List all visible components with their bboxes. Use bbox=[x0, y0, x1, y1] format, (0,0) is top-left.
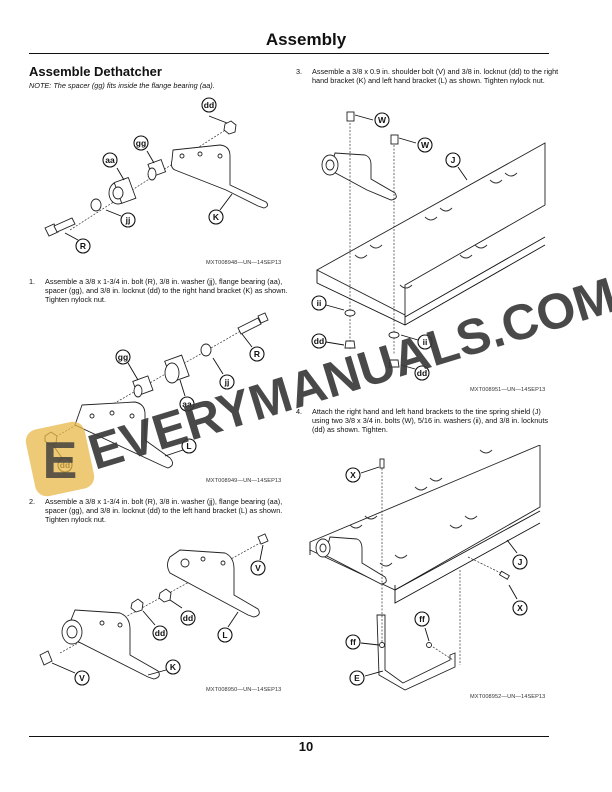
figure-5-id: MXT008952—UN—14SEP13 bbox=[470, 694, 546, 700]
callout-L: L bbox=[186, 441, 191, 451]
section-note: NOTE: The spacer (gg) fits inside the fl… bbox=[29, 81, 215, 90]
callout-X: X bbox=[517, 603, 523, 613]
step-3: 3. Assemble a 3/8 x 0.9 in. shoulder bol… bbox=[296, 67, 560, 85]
callout-aa: aa bbox=[182, 399, 192, 409]
header-rule bbox=[29, 53, 549, 54]
step-text: Assemble a 3/8 x 1-3/4 in. bolt (R), 3/8… bbox=[45, 277, 288, 305]
page-number: 10 bbox=[298, 739, 314, 754]
callout-dd: dd bbox=[155, 628, 165, 638]
figure-2-id: MXT008949—UN—14SEP13 bbox=[206, 478, 282, 484]
step-2: 2. Assemble a 3/8 x 1-3/4 in. bolt (R), … bbox=[29, 497, 291, 525]
footer-rule bbox=[29, 736, 549, 737]
step-number: 4. bbox=[296, 407, 303, 416]
callout-X: X bbox=[350, 470, 356, 480]
step-text: Assemble a 3/8 x 0.9 in. shoulder bolt (… bbox=[312, 67, 559, 86]
figure-1-id: MXT008948—UN—14SEP13 bbox=[206, 260, 282, 266]
callout-V: V bbox=[79, 673, 85, 683]
callout-L: L bbox=[222, 630, 227, 640]
step-text: Assemble a 3/8 x 1-3/4 in. bolt (R), 3/8… bbox=[45, 497, 283, 525]
callout-ii: ii bbox=[317, 298, 322, 308]
callout-dd: dd bbox=[183, 613, 193, 623]
step-number: 1. bbox=[29, 277, 36, 286]
figure-4-id: MXT008951—UN—14SEP13 bbox=[470, 387, 546, 393]
callout-dd: dd bbox=[314, 336, 324, 346]
callout-V: V bbox=[255, 563, 261, 573]
callout-R: R bbox=[254, 349, 260, 359]
section-title: Assemble Dethatcher bbox=[29, 64, 162, 79]
callout-gg: gg bbox=[136, 138, 146, 148]
callout-R: R bbox=[80, 241, 86, 251]
callout-K: K bbox=[213, 212, 220, 222]
callout-E: E bbox=[354, 673, 360, 683]
figure-4-shield-attach: W W J ii dd ii dd bbox=[311, 111, 546, 381]
callout-ff: ff bbox=[419, 614, 425, 624]
step-number: 2. bbox=[29, 497, 36, 506]
callout-dd: dd bbox=[204, 100, 214, 110]
callout-ii: ii bbox=[423, 337, 428, 347]
callout-W: W bbox=[421, 140, 430, 150]
page-title: Assembly bbox=[265, 30, 347, 49]
callout-jj: jj bbox=[125, 215, 131, 225]
figure-5-spring-shield-mount: X J X ff ff E bbox=[309, 445, 541, 691]
figure-3-shoulder-bolts: V dd dd L K V bbox=[39, 533, 269, 686]
step-4: 4. Attach the right hand and left hand b… bbox=[296, 407, 560, 435]
callout-J: J bbox=[451, 155, 456, 165]
step-text: Attach the right hand and left hand brac… bbox=[312, 407, 549, 435]
callout-K: K bbox=[170, 662, 177, 672]
callout-gg: gg bbox=[118, 352, 128, 362]
figure-3-id: MXT008950—UN—14SEP13 bbox=[206, 687, 282, 693]
step-number: 3. bbox=[296, 67, 303, 76]
callout-dd: dd bbox=[417, 368, 427, 378]
callout-W: W bbox=[378, 115, 387, 125]
callout-dd: dd bbox=[60, 460, 70, 470]
callout-ff: ff bbox=[350, 637, 356, 647]
callout-jj: jj bbox=[224, 377, 230, 387]
step-1: 1. Assemble a 3/8 x 1-3/4 in. bolt (R), … bbox=[29, 277, 291, 305]
callout-aa: aa bbox=[105, 155, 115, 165]
figure-1-right-bracket-exploded: dd gg aa jj R K bbox=[44, 97, 269, 254]
callout-J: J bbox=[518, 557, 523, 567]
figure-2-left-bracket-exploded: gg R jj aa L dd bbox=[44, 312, 269, 473]
